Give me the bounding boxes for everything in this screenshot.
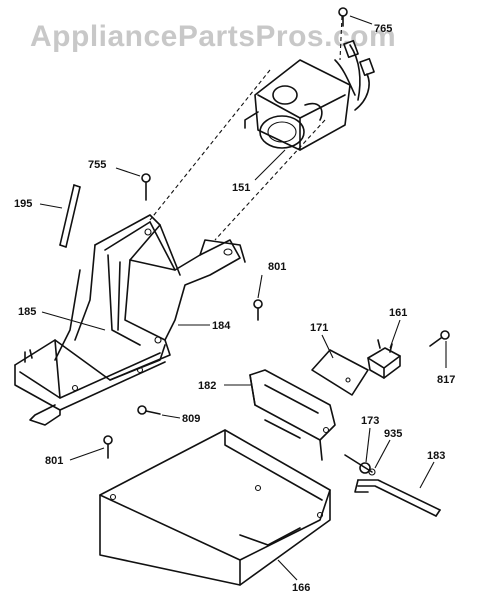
callout-171: 171 — [310, 322, 328, 334]
alignment-line — [214, 119, 326, 241]
watermark: AppliancePartsPros.com — [30, 20, 397, 53]
callout-801-upper: 801 — [268, 261, 286, 273]
motor-assembly-151 — [244, 39, 375, 151]
screw-801-lower — [103, 435, 113, 459]
callout-817: 817 — [437, 374, 455, 386]
callout-182: 182 — [198, 380, 216, 392]
callout-185: 185 — [18, 306, 36, 318]
plate-171 — [311, 349, 369, 396]
callout-151: 151 — [232, 182, 250, 194]
callout-801-lower: 801 — [45, 455, 63, 467]
screw-755 — [141, 173, 151, 201]
callout-195: 195 — [14, 198, 32, 210]
rod-195 — [59, 184, 81, 248]
chute-duct-184 — [54, 214, 246, 381]
switch-161 — [367, 339, 401, 379]
leader-lines — [39, 15, 447, 581]
callout-173: 173 — [361, 415, 379, 427]
callout-184: 184 — [212, 320, 231, 332]
screw-765 — [338, 7, 348, 27]
callout-765: 765 — [374, 23, 392, 35]
screw-817 — [429, 330, 450, 347]
lever-assembly — [344, 454, 441, 517]
callout-809: 809 — [182, 413, 200, 425]
callout-935: 935 — [384, 428, 402, 440]
callout-161: 161 — [389, 307, 407, 319]
screw-801-upper — [253, 299, 263, 321]
callout-183: 183 — [427, 450, 445, 462]
screw-809 — [137, 405, 161, 415]
frame-185 — [14, 339, 166, 426]
alignment-line — [339, 15, 343, 61]
callout-166: 166 — [292, 582, 310, 594]
callout-755: 755 — [88, 159, 106, 171]
bracket-182 — [249, 369, 336, 461]
tray-166 — [99, 429, 331, 586]
alignment-line — [149, 69, 271, 221]
